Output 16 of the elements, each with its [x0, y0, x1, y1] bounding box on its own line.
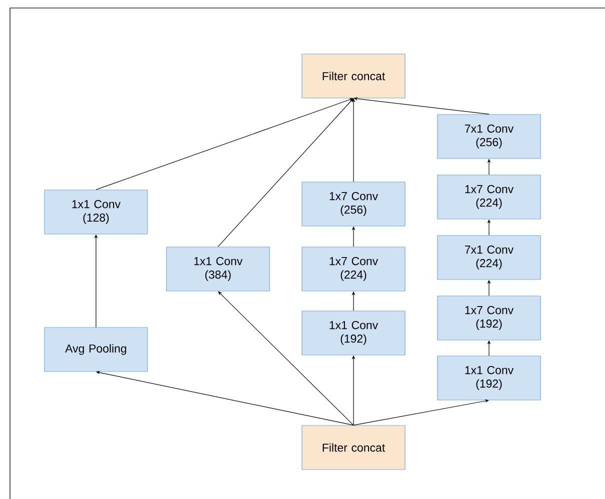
conv-box: 1x1 Conv (192) [302, 310, 406, 356]
arrow [354, 97, 490, 114]
concat-box: Filter concat [302, 425, 406, 470]
conv-box: 1x1 Conv (192) [437, 356, 541, 400]
conv-box: 1x7 Conv (224) [302, 246, 406, 292]
arrow [96, 98, 354, 190]
conv-box: 1x1 Conv (128) [44, 190, 148, 234]
conv-box: 7x1 Conv (256) [437, 114, 541, 159]
conv-box: 7x1 Conv (224) [437, 235, 541, 280]
arrow [353, 399, 489, 426]
conv-box: 1x1 Conv (384) [166, 246, 270, 292]
conv-box: 1x7 Conv (192) [437, 296, 541, 340]
conv-box: 1x7 Conv (256) [302, 182, 406, 226]
conv-box: 1x7 Conv (224) [437, 174, 541, 220]
concat-box: Filter concat [302, 54, 406, 98]
pooling-box: Avg Pooling [44, 327, 148, 372]
